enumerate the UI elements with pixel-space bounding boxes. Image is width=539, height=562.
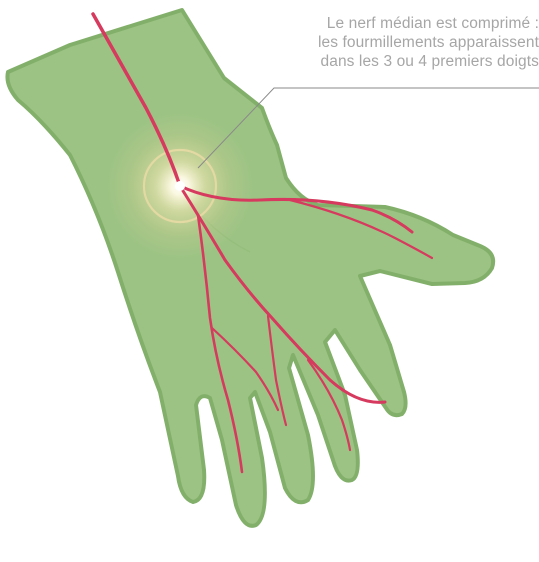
compression-point (175, 181, 185, 191)
callout-text: Le nerf médian est comprimé : les fourmi… (239, 14, 539, 71)
hand-illustration (7, 10, 493, 526)
callout-line-1: Le nerf médian est comprimé : (239, 14, 539, 33)
callout-line-3: dans les 3 ou 4 premiers doigts (239, 52, 539, 71)
callout-line-2: les fourmillements apparaissent (239, 33, 539, 52)
